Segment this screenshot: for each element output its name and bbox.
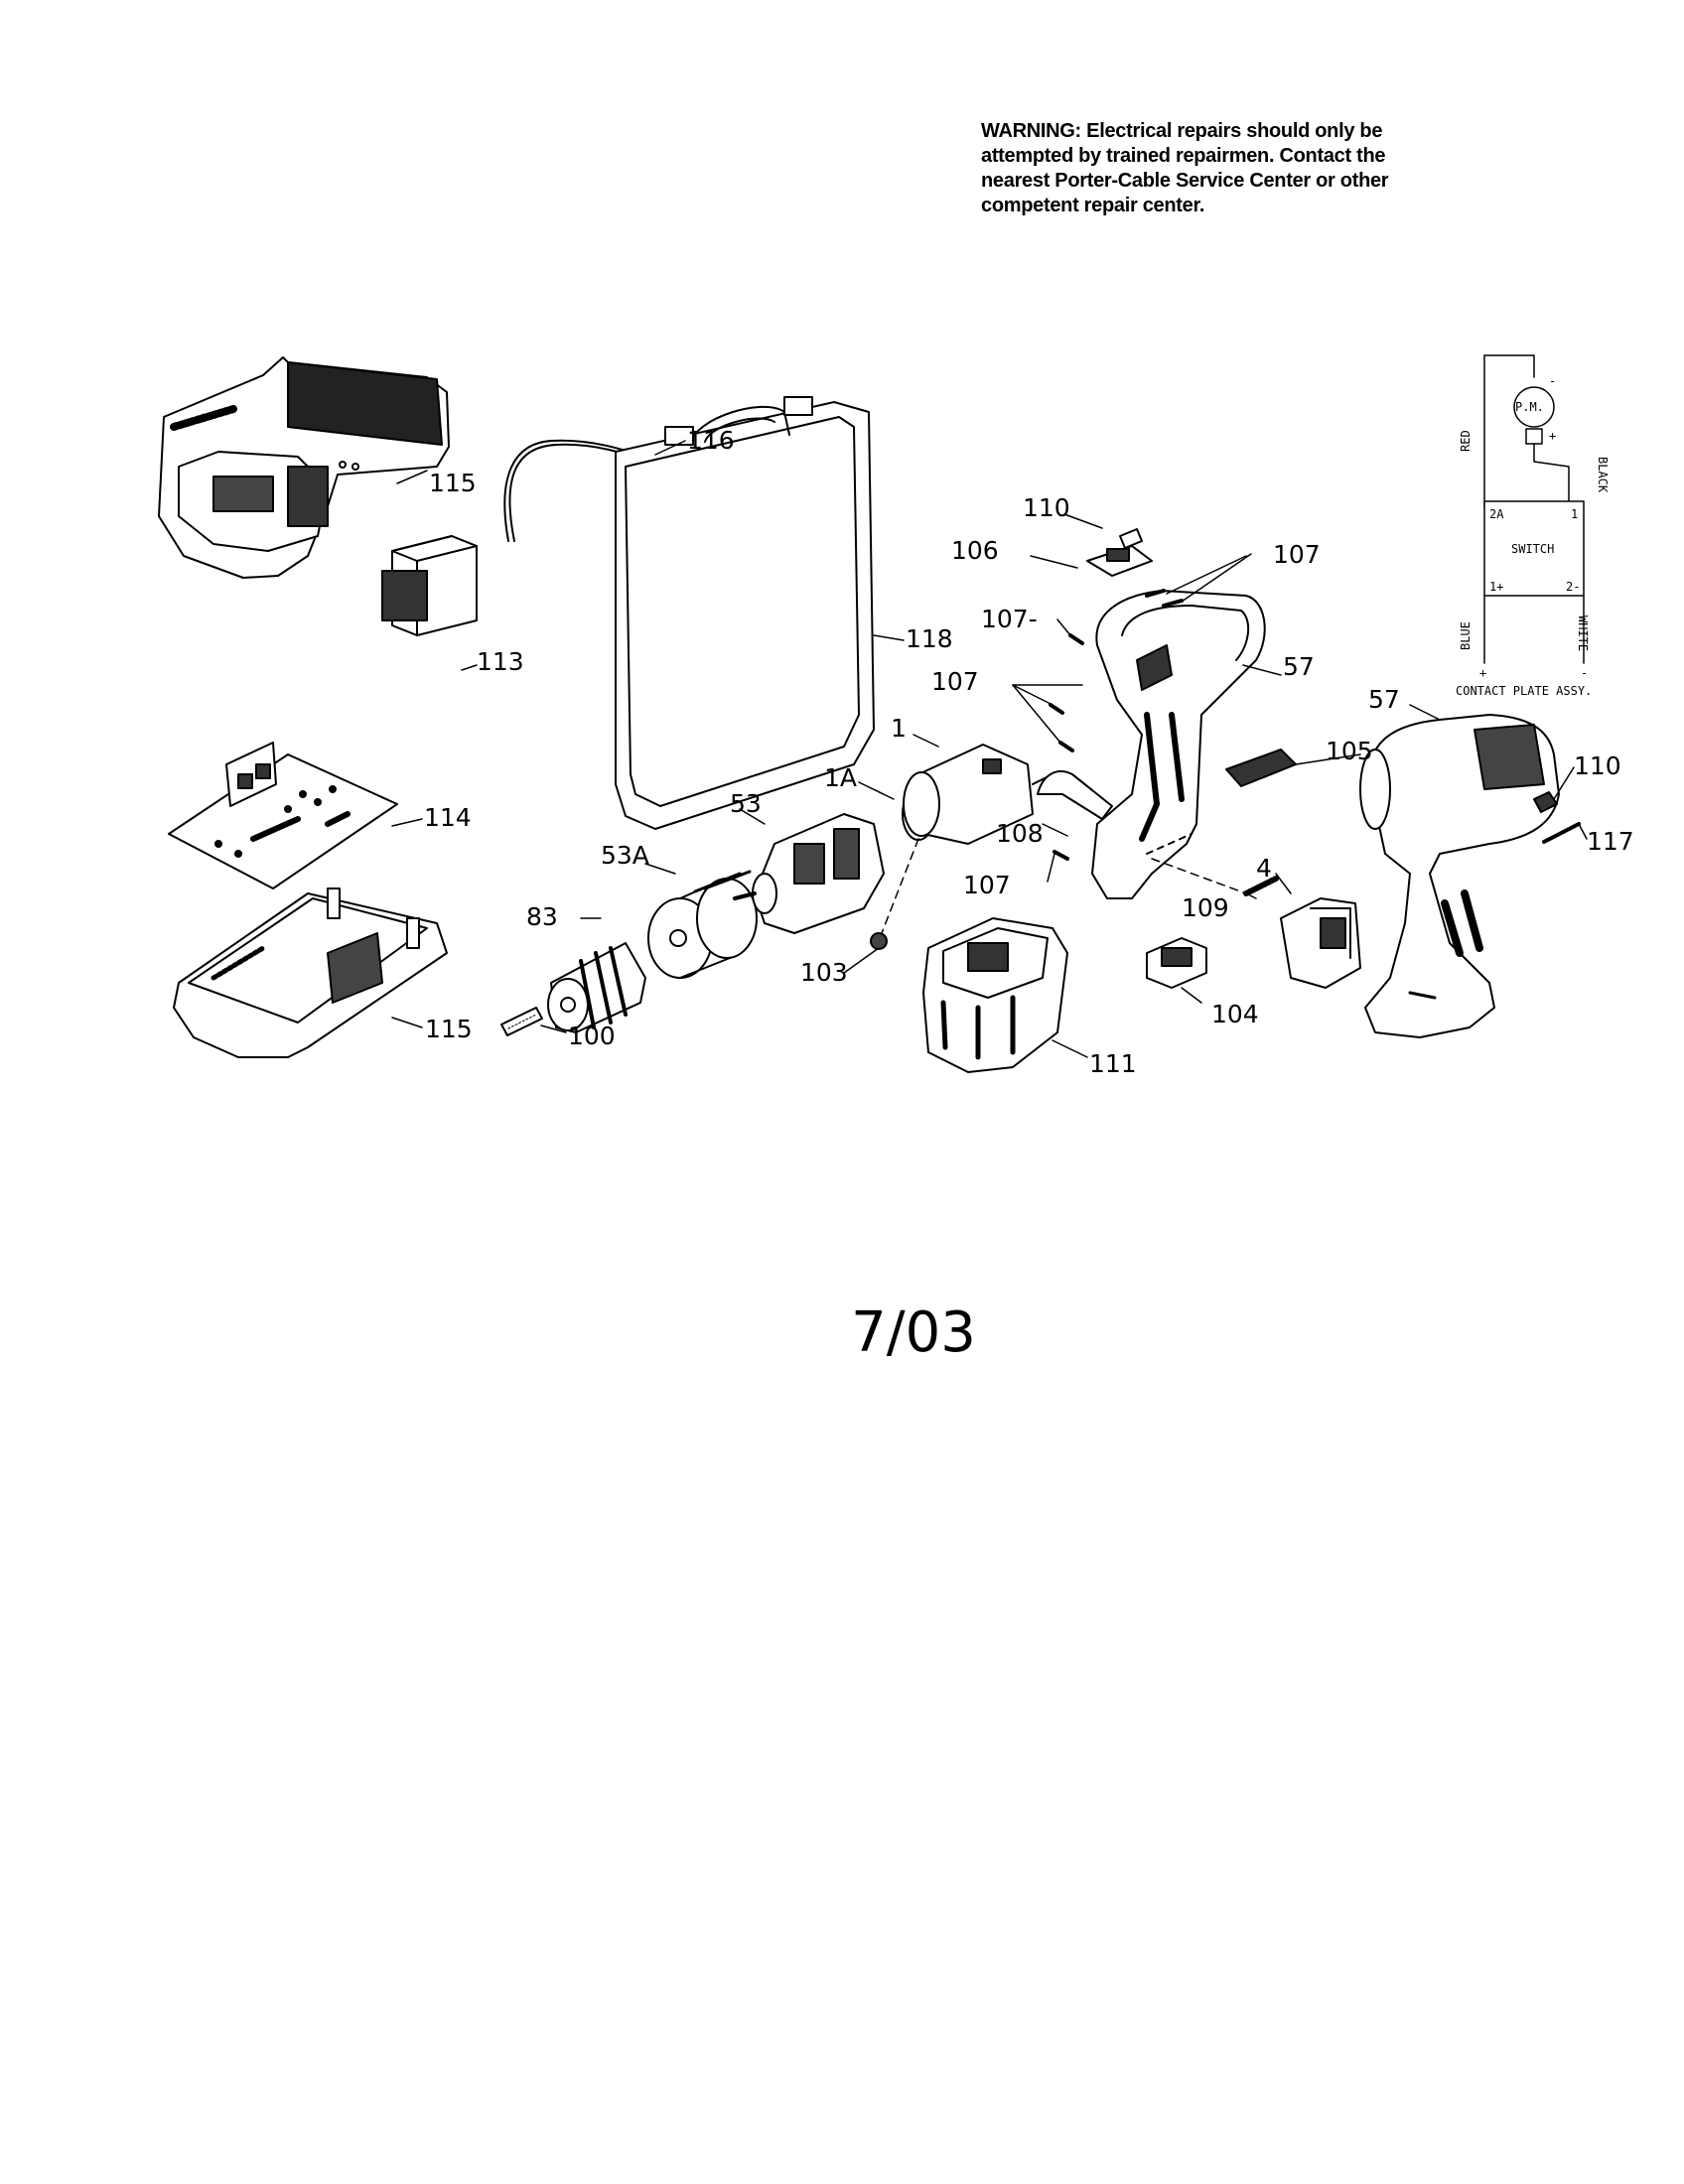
carry-case-drawing bbox=[615, 396, 875, 830]
label-104: 104 bbox=[1211, 1000, 1259, 1028]
label-103: 103 bbox=[800, 958, 848, 987]
battery-minus: - bbox=[1581, 666, 1588, 680]
label-110-top: 110 bbox=[1023, 493, 1070, 522]
contact-110-drawing bbox=[1119, 528, 1143, 549]
warning-line: competent repair center. bbox=[981, 195, 1205, 216]
screw-117-drawing bbox=[1542, 822, 1581, 844]
part-labels: 115 116 113 118 114 115 100 83 53A 53 1A… bbox=[424, 426, 1634, 1078]
label-107-c: 107 bbox=[931, 667, 979, 696]
gearbox-drawing bbox=[733, 813, 885, 934]
spring-109-drawing bbox=[1151, 858, 1279, 896]
contact-plate-caption: CONTACT PLATE ASSY. bbox=[1456, 684, 1592, 698]
terminal-1plus: 1+ bbox=[1489, 580, 1503, 594]
label-1a: 1A bbox=[824, 763, 857, 792]
label-53a: 53A bbox=[601, 841, 649, 870]
motor-symbol-label: P.M. bbox=[1515, 400, 1544, 414]
label-106: 106 bbox=[951, 536, 999, 565]
label-57-right: 57 bbox=[1368, 685, 1400, 714]
terminal-2minus: 2- bbox=[1566, 580, 1580, 594]
terminal-1: 1 bbox=[1571, 507, 1578, 521]
motor-plus: + bbox=[1549, 429, 1556, 443]
label-53: 53 bbox=[730, 789, 762, 818]
wire-black-label: BLACK bbox=[1596, 457, 1610, 493]
label-107-a: 107 bbox=[1273, 540, 1321, 569]
label-114: 114 bbox=[424, 803, 472, 832]
leader-lines bbox=[391, 440, 1588, 1058]
wire-white-label: WHITE bbox=[1576, 615, 1590, 651]
label-115-top: 115 bbox=[429, 469, 477, 497]
label-115-bottom: 115 bbox=[425, 1015, 473, 1043]
charger-base-drawing bbox=[173, 887, 448, 1058]
label-118: 118 bbox=[906, 624, 953, 653]
warning-line: nearest Porter-Cable Service Center or o… bbox=[981, 170, 1389, 192]
label-108: 108 bbox=[996, 819, 1044, 848]
screw-103-drawing bbox=[870, 838, 919, 950]
warning-notice: WARNING: Electrical repairs should only … bbox=[981, 119, 1477, 218]
label-117: 117 bbox=[1587, 827, 1634, 856]
chuck-drawing bbox=[547, 942, 646, 1033]
warning-line: WARNING: Electrical repairs should only … bbox=[981, 120, 1383, 142]
transformer-drawing bbox=[381, 535, 478, 636]
wire-blue-label: BLUE bbox=[1459, 621, 1473, 650]
switch-label: SWITCH bbox=[1511, 542, 1554, 556]
housing-assembled-drawing bbox=[1359, 714, 1560, 1038]
screws-107-drawing bbox=[1049, 589, 1184, 861]
label-111: 111 bbox=[1089, 1049, 1137, 1078]
wiring-schematic: P.M. - + RED BLACK 2A 1 SWITCH 1+ 2- BLU… bbox=[1456, 354, 1610, 698]
wire-red-label: RED bbox=[1459, 430, 1473, 452]
reverse-lever-drawing bbox=[1037, 769, 1113, 820]
clutch-collar-drawing bbox=[647, 870, 758, 979]
switch-plate-106-drawing bbox=[1086, 545, 1153, 577]
label-105: 105 bbox=[1326, 737, 1373, 765]
circuit-board-drawing bbox=[168, 742, 398, 889]
motor-drawing bbox=[903, 744, 1053, 845]
contact-110b-drawing bbox=[1533, 791, 1558, 813]
terminal-2a: 2A bbox=[1489, 507, 1504, 521]
charger-top-housing-drawing bbox=[158, 356, 450, 579]
switch-4-drawing bbox=[1280, 897, 1361, 989]
label-109: 109 bbox=[1182, 893, 1229, 922]
motor-minus: - bbox=[1549, 374, 1556, 388]
label-100: 100 bbox=[568, 1022, 616, 1050]
screw-100-drawing bbox=[500, 1007, 543, 1036]
battery-pack-drawing bbox=[922, 917, 1068, 1073]
label-116: 116 bbox=[687, 426, 735, 455]
label-107-d: 107 bbox=[963, 871, 1011, 899]
contact-block-drawing bbox=[1146, 937, 1207, 989]
trigger-pad-drawing bbox=[1225, 749, 1297, 787]
label-57-left: 57 bbox=[1283, 652, 1315, 681]
battery-plus: + bbox=[1479, 666, 1486, 680]
revision-date: 7/03 bbox=[851, 1300, 976, 1365]
exploded-view-diagram: 115 116 113 118 114 115 100 83 53A 53 1A… bbox=[158, 354, 1634, 1078]
label-83: 83 bbox=[526, 902, 558, 931]
label-107-b: 107- bbox=[981, 605, 1038, 633]
warning-line: attempted by trained repairmen. Contact … bbox=[981, 145, 1386, 167]
label-1: 1 bbox=[891, 714, 907, 743]
label-113: 113 bbox=[477, 647, 524, 676]
label-110-right: 110 bbox=[1574, 751, 1621, 780]
label-4: 4 bbox=[1256, 854, 1272, 883]
housing-left-half-drawing bbox=[1091, 590, 1266, 899]
